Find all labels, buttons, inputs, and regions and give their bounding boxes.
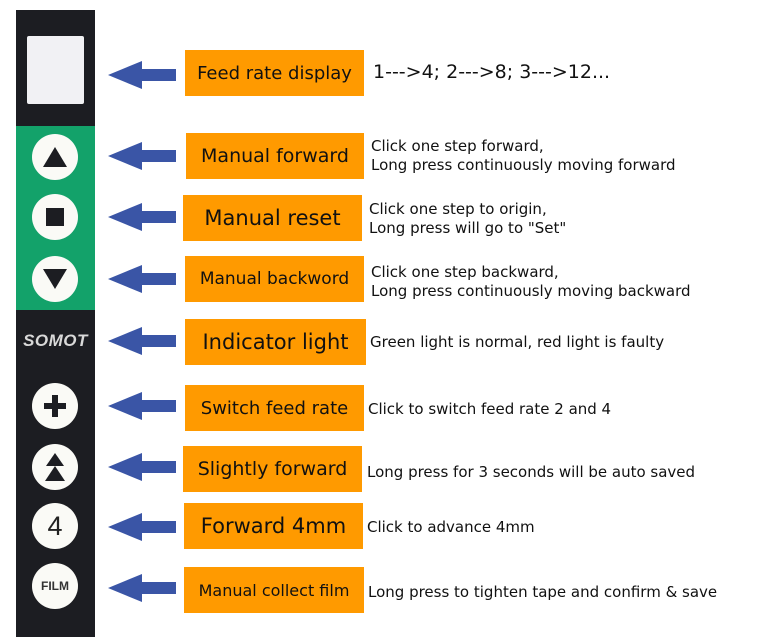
label-switch-feed-rate: Switch feed rate xyxy=(185,385,364,431)
arrow-left-icon xyxy=(108,327,176,355)
forward-4mm-button[interactable]: 4 xyxy=(32,503,78,549)
label-forward-4mm: Forward 4mm xyxy=(184,503,363,549)
double-triangle-up-icon xyxy=(45,453,65,481)
manual-reset-button[interactable] xyxy=(32,194,78,240)
label-manual-backword: Manual backword xyxy=(185,256,364,302)
label-manual-collect-film: Manual collect film xyxy=(184,567,364,613)
manual-collect-film-button[interactable]: FILM xyxy=(32,563,78,609)
desc-indicator-light: Green light is normal, red light is faul… xyxy=(370,333,665,351)
arrow-left-icon xyxy=(108,513,176,541)
square-stop-icon xyxy=(46,208,64,226)
label-slightly-forward: Slightly forward xyxy=(183,446,362,492)
label-manual-reset: Manual reset xyxy=(183,195,362,241)
desc-manual-collect-film: Long press to tighten tape and confirm &… xyxy=(368,583,718,601)
arrow-left-icon xyxy=(108,61,176,89)
desc-switch-feed-rate: Click to switch feed rate 2 and 4 xyxy=(368,400,612,418)
desc-forward-4mm: Click to advance 4mm xyxy=(367,518,535,536)
manual-forward-button[interactable] xyxy=(32,134,78,180)
desc-manual-reset: Click one step to origin,Long press will… xyxy=(369,200,567,237)
desc-manual-forward: Click one step forward,Long press contin… xyxy=(371,137,676,174)
arrow-left-icon xyxy=(108,392,176,420)
label-feed-rate-display: Feed rate display xyxy=(185,50,364,96)
desc-manual-backword: Click one step backward,Long press conti… xyxy=(371,263,691,300)
desc-feed-rate-display: 1--->4; 2--->8; 3--->12... xyxy=(373,61,611,83)
arrow-left-icon xyxy=(108,574,176,602)
arrow-left-icon xyxy=(108,142,176,170)
arrow-left-icon xyxy=(108,203,176,231)
switch-feed-rate-button[interactable] xyxy=(32,383,78,429)
slightly-forward-button[interactable] xyxy=(32,444,78,490)
label-manual-forward: Manual forward xyxy=(186,133,364,179)
brand-logo: SOMOT xyxy=(23,331,88,350)
manual-backward-button[interactable] xyxy=(32,256,78,302)
triangle-up-icon xyxy=(43,147,67,167)
feed-rate-display-window xyxy=(27,36,84,104)
label-indicator-light: Indicator light xyxy=(185,319,366,365)
arrow-left-icon xyxy=(108,453,176,481)
film-icon: FILM xyxy=(41,579,69,593)
plus-icon xyxy=(44,395,66,417)
arrow-left-icon xyxy=(108,265,176,293)
triangle-down-icon xyxy=(43,269,67,289)
desc-slightly-forward: Long press for 3 seconds will be auto sa… xyxy=(367,463,696,481)
number-4-icon: 4 xyxy=(47,510,63,541)
